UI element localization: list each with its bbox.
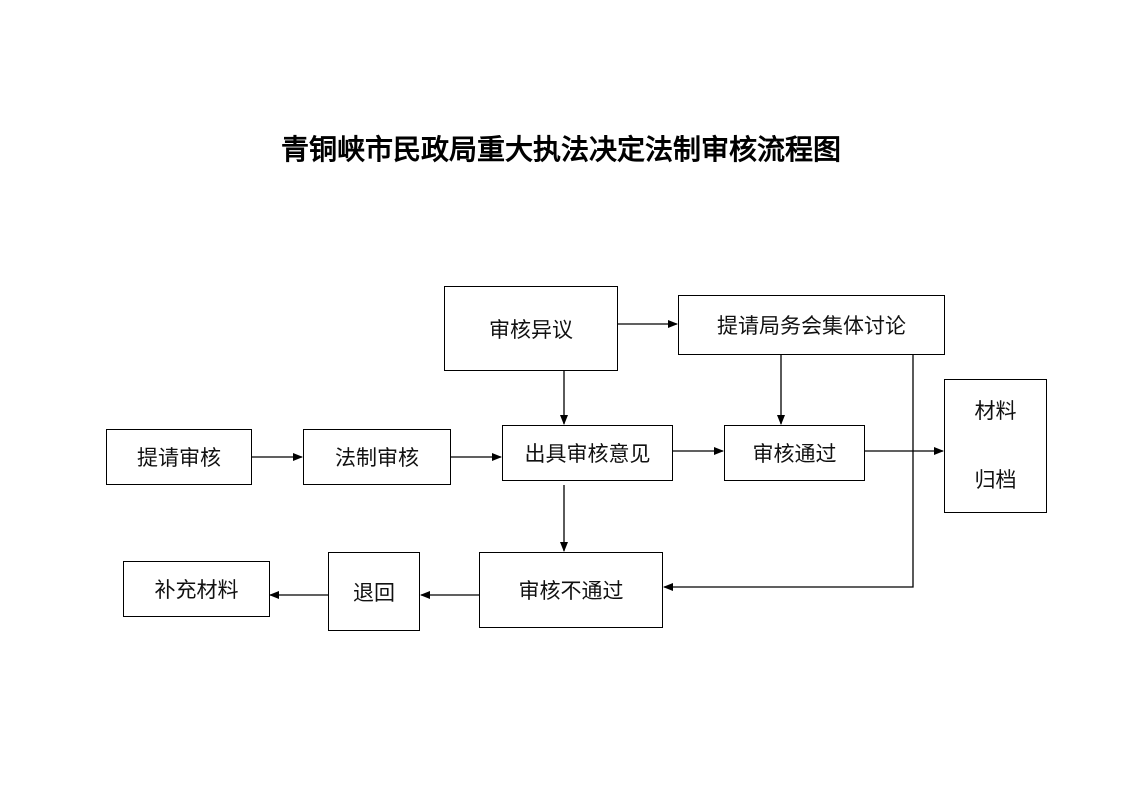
node-objection: 审核异议	[444, 286, 618, 371]
node-returned-label: 退回	[353, 580, 395, 605]
node-rejected-label: 审核不通过	[518, 579, 624, 603]
node-supplement-label: 补充材料	[154, 578, 239, 602]
node-objection-label: 审核异议	[489, 317, 573, 342]
node-request-review-label: 提请审核	[137, 446, 221, 470]
node-archive: 材料 归档	[944, 379, 1047, 513]
node-rejected: 审核不通过	[479, 552, 663, 628]
node-supplement: 补充材料	[123, 561, 270, 617]
node-archive-line2: 归档	[974, 468, 1017, 492]
page-title: 青铜峡市民政局重大执法决定法制审核流程图	[280, 133, 841, 166]
node-issue-opinion: 出具审核意见	[502, 425, 673, 481]
node-approved: 审核通过	[724, 425, 865, 481]
arrow-discussion-to-rejected	[663, 355, 914, 591]
node-archive-line1: 材料	[974, 399, 1017, 423]
node-legal-review-label: 法制审核	[335, 446, 419, 470]
node-approved-label: 审核通过	[752, 442, 837, 466]
node-issue-opinion-label: 出具审核意见	[524, 442, 651, 466]
node-request-review: 提请审核	[106, 429, 252, 485]
node-discussion: 提请局务会集体讨论	[678, 295, 945, 355]
node-legal-review: 法制审核	[303, 429, 451, 485]
node-discussion-label: 提请局务会集体讨论	[717, 314, 906, 338]
node-returned: 退回	[328, 552, 420, 631]
